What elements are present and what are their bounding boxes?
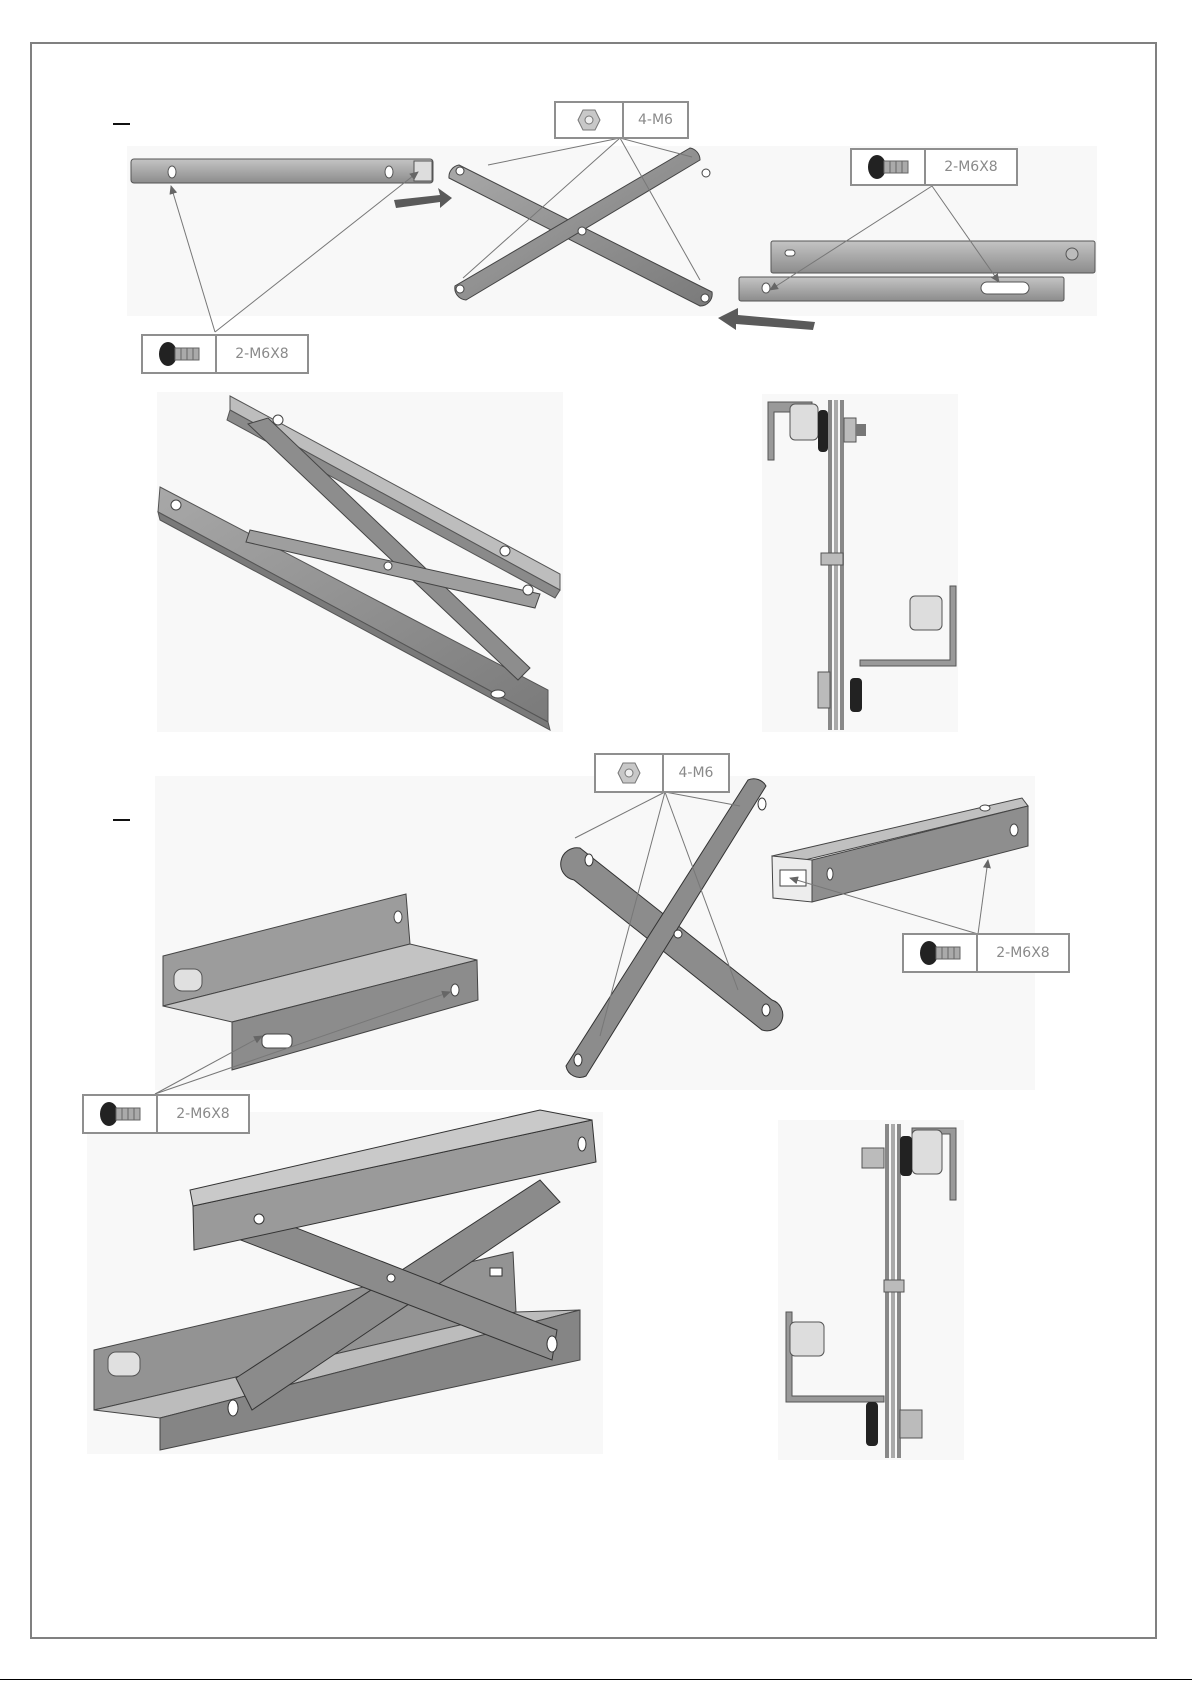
screw-icon: [84, 1096, 158, 1132]
step-1-left-bracket: [131, 159, 433, 183]
nut-icon: [556, 103, 624, 137]
step-1-scissor-arms: [449, 148, 712, 306]
step-1-side-detail: [768, 400, 956, 730]
step-1-arrow-right: [394, 188, 452, 208]
step-2-right-screw-label: 2-M6X8: [978, 935, 1068, 971]
step-1-arrow-left: [718, 308, 815, 330]
screw-icon: [143, 336, 217, 372]
screw-icon: [904, 935, 978, 971]
step-2-nut-callout: 4-M6: [594, 753, 730, 793]
step-1-right-screw-callout: 2-M6X8: [850, 148, 1018, 186]
step-2-assembled-bracket: [94, 1110, 596, 1450]
step-1-left-screw-label: 2-M6X8: [217, 336, 307, 372]
step-2-left-screw-label: 2-M6X8: [158, 1096, 248, 1132]
step-2-nut-label: 4-M6: [664, 755, 728, 791]
step-2-left-screw-callout: 2-M6X8: [82, 1094, 250, 1134]
screw-icon: [852, 150, 926, 184]
step-1-left-screw-callout: 2-M6X8: [141, 334, 309, 374]
nut-icon: [596, 755, 664, 791]
step-1-nut-callout: 4-M6: [554, 101, 689, 139]
step-2-side-detail: [786, 1124, 956, 1458]
step-2-right-bracket: [772, 798, 1028, 902]
step-1-right-screw-label: 2-M6X8: [926, 150, 1016, 184]
step-1-right-bracket: [739, 241, 1095, 301]
step-2-scissor-arms: [561, 779, 783, 1078]
step-2-left-bracket: [163, 894, 478, 1070]
step-1-nut-label: 4-M6: [624, 103, 687, 137]
step-1-assembled-bracket: [158, 396, 560, 730]
step-2-right-screw-callout: 2-M6X8: [902, 933, 1070, 973]
